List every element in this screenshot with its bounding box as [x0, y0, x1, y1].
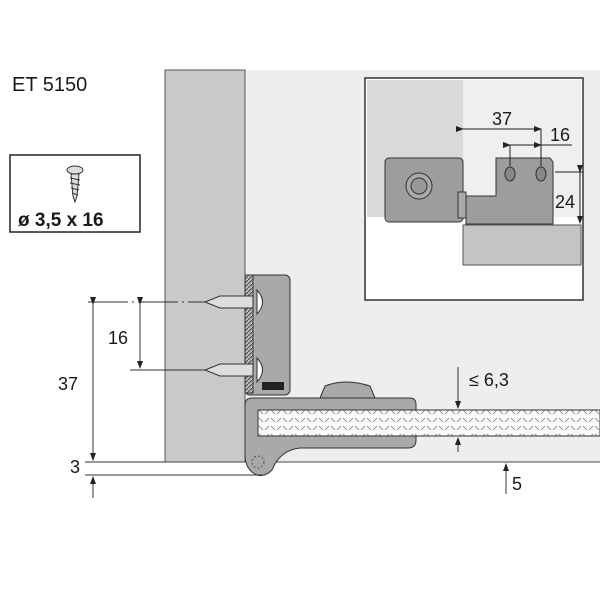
screw-spec-box: ø 3,5 x 16: [9, 154, 141, 233]
mounting-bracket: [244, 274, 291, 396]
screw-lower: [203, 356, 263, 384]
inset-dim-37: 37: [492, 109, 512, 129]
inset-dim-16: 16: [550, 125, 570, 145]
dim-5: 5: [512, 474, 522, 494]
dim-37: 37: [58, 374, 78, 394]
side-panel: [164, 69, 246, 463]
dimension-lines: [85, 297, 509, 498]
screw-upper: [203, 288, 263, 316]
inset-top-view: 37 16 24: [364, 77, 584, 301]
dim-3: 3: [70, 457, 80, 477]
inset-dim-24: 24: [555, 192, 575, 212]
screw-spec-label: ø 3,5 x 16: [18, 210, 104, 231]
drawer-bottom-panel: [257, 409, 600, 437]
product-code: ET 5150: [12, 74, 87, 96]
dim-16: 16: [108, 328, 128, 348]
screw-icon: [66, 165, 84, 204]
dim-max-6-3: ≤ 6,3: [469, 370, 509, 390]
